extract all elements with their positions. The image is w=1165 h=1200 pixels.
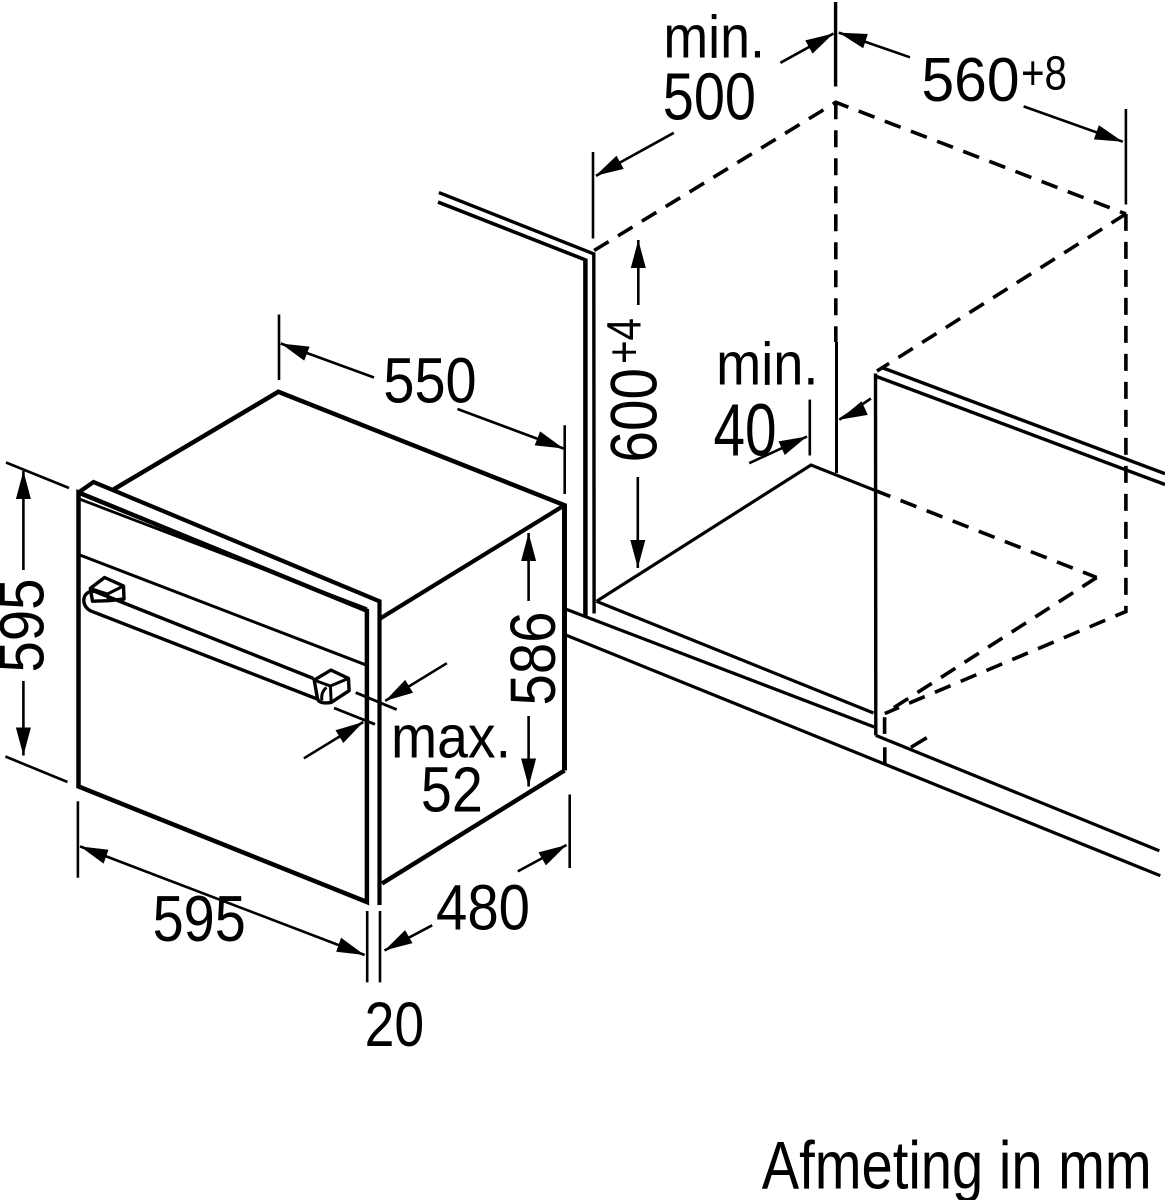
svg-text:52: 52 xyxy=(421,754,483,826)
svg-text:+8: +8 xyxy=(1021,47,1067,100)
svg-text:595: 595 xyxy=(0,579,58,673)
svg-text:min.: min. xyxy=(716,330,818,397)
svg-text:40: 40 xyxy=(714,389,777,472)
svg-text:550: 550 xyxy=(383,345,476,417)
svg-text:max.: max. xyxy=(391,704,511,771)
svg-text:20: 20 xyxy=(365,990,425,1060)
svg-text:586: 586 xyxy=(497,612,569,706)
svg-text:560: 560 xyxy=(922,46,1020,115)
svg-text:500: 500 xyxy=(663,60,756,135)
svg-text:600: 600 xyxy=(597,368,671,463)
svg-text:595: 595 xyxy=(153,882,246,955)
svg-text:+4: +4 xyxy=(599,318,652,364)
svg-text:Afmeting in mm: Afmeting in mm xyxy=(762,1128,1152,1200)
svg-text:min.: min. xyxy=(663,3,765,70)
svg-text:480: 480 xyxy=(436,872,530,944)
